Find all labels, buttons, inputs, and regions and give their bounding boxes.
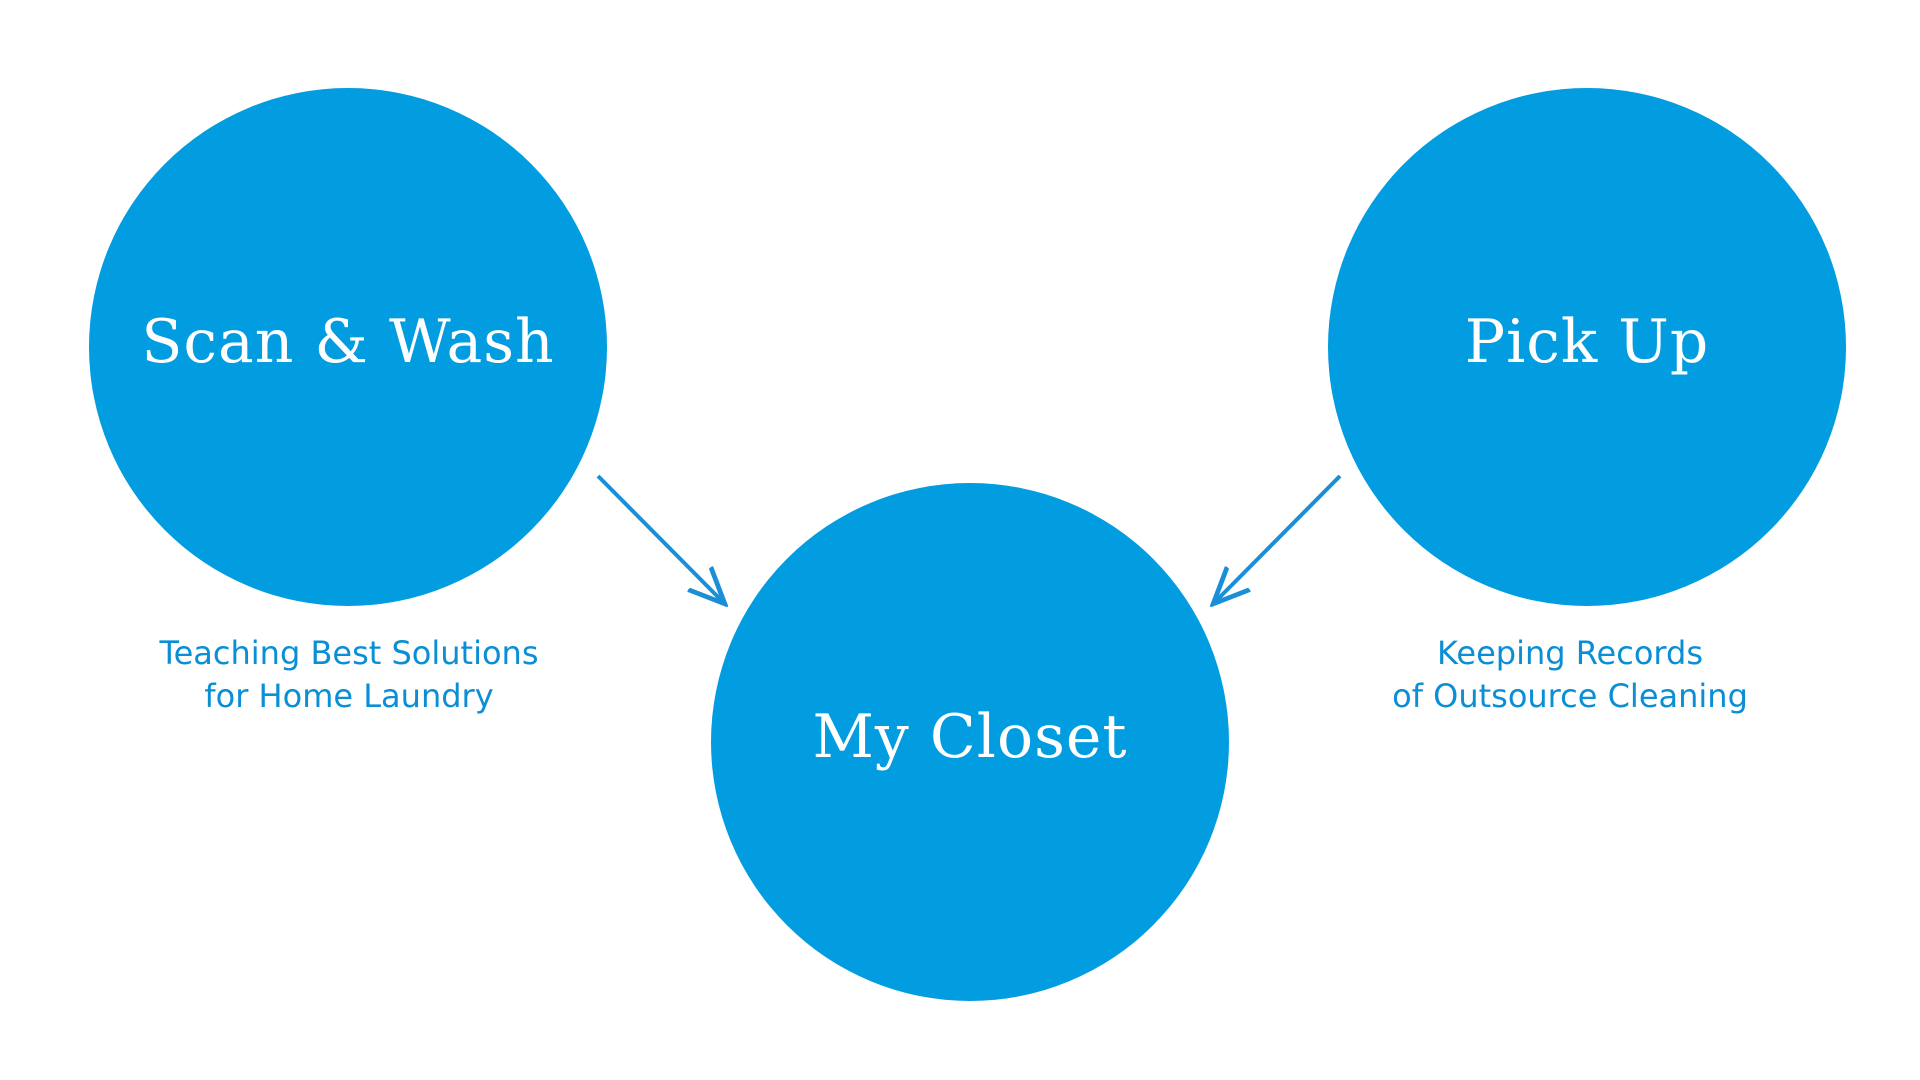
caption-line: for Home Laundry [204,677,494,715]
node-scan-wash: Scan & Wash [89,88,607,606]
node-my-closet: My Closet [711,483,1229,1001]
caption-line: Teaching Best Solutions [159,634,539,672]
node-label-my-closet: My Closet [812,702,1128,772]
arrow-pick-up-to-my-closet [1216,474,1342,601]
caption-pick-up: Keeping Records of Outsource Cleaning [1310,632,1830,718]
node-pick-up: Pick Up [1328,88,1846,606]
caption-line: Keeping Records [1437,634,1703,672]
node-label-scan-wash: Scan & Wash [141,307,555,377]
caption-scan-wash: Teaching Best Solutions for Home Laundry [89,632,609,718]
arrow-scan-wash-to-my-closet [596,474,722,601]
node-label-pick-up: Pick Up [1464,307,1710,377]
caption-line: of Outsource Cleaning [1392,677,1748,715]
